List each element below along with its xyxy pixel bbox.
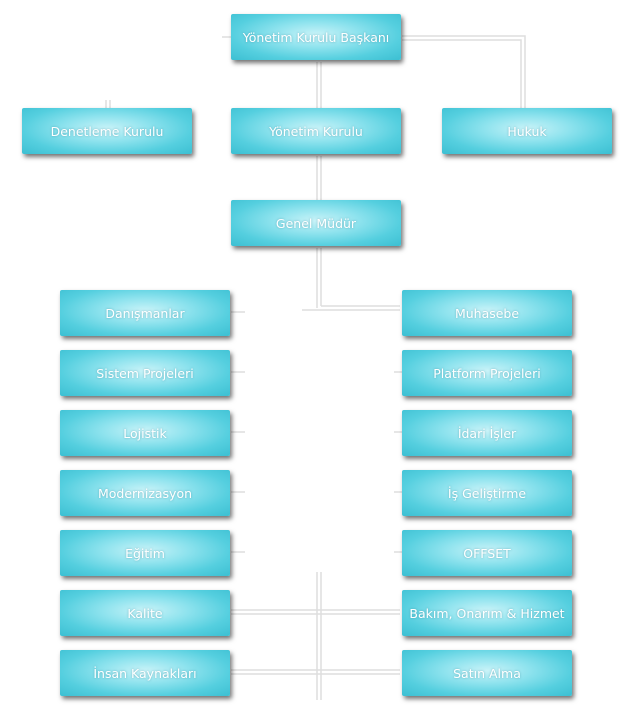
connector-gm-right xyxy=(317,305,400,311)
dept-danismanlar: Danışmanlar xyxy=(60,290,230,336)
connector-lower-trunk xyxy=(316,572,322,700)
dept-offset: OFFSET xyxy=(402,530,572,576)
connector-right-stubs xyxy=(394,371,402,553)
connector-row-kalite xyxy=(231,609,400,615)
connector-row-insan xyxy=(231,669,400,675)
connector-left-stubs xyxy=(231,311,245,553)
audit-board-box: Denetleme Kurulu xyxy=(22,108,192,154)
connector-gm-down xyxy=(316,248,322,308)
legal-box: Hukuk xyxy=(442,108,612,154)
chairman-box: Yönetim Kurulu Başkanı xyxy=(231,14,401,60)
dept-insan-kaynaklari: İnsan Kaynakları xyxy=(60,650,230,696)
dept-idari-isler: İdari İşler xyxy=(402,410,572,456)
dept-egitim: Eğitim xyxy=(60,530,230,576)
dept-sistem-projeleri: Sistem Projeleri xyxy=(60,350,230,396)
connector-board-gm xyxy=(316,156,322,200)
dept-satin-alma: Satın Alma xyxy=(402,650,572,696)
connector-audit-stub xyxy=(105,100,111,108)
dept-kalite: Kalite xyxy=(60,590,230,636)
dept-is-gelistirme: İş Geliştirme xyxy=(402,470,572,516)
board-box: Yönetim Kurulu xyxy=(231,108,401,154)
dept-lojistik: Lojistik xyxy=(60,410,230,456)
dept-modernizasyon: Modernizasyon xyxy=(60,470,230,516)
dept-bakim-onarim-hizmet: Bakım, Onarım & Hizmet xyxy=(402,590,572,636)
dept-platform-projeleri: Platform Projeleri xyxy=(402,350,572,396)
dept-muhasebe: Muhasebe xyxy=(402,290,572,336)
connector-chairman-board xyxy=(316,62,322,108)
connector-chairman-legal xyxy=(402,35,526,108)
general-manager-box: Genel Müdür xyxy=(231,200,401,246)
